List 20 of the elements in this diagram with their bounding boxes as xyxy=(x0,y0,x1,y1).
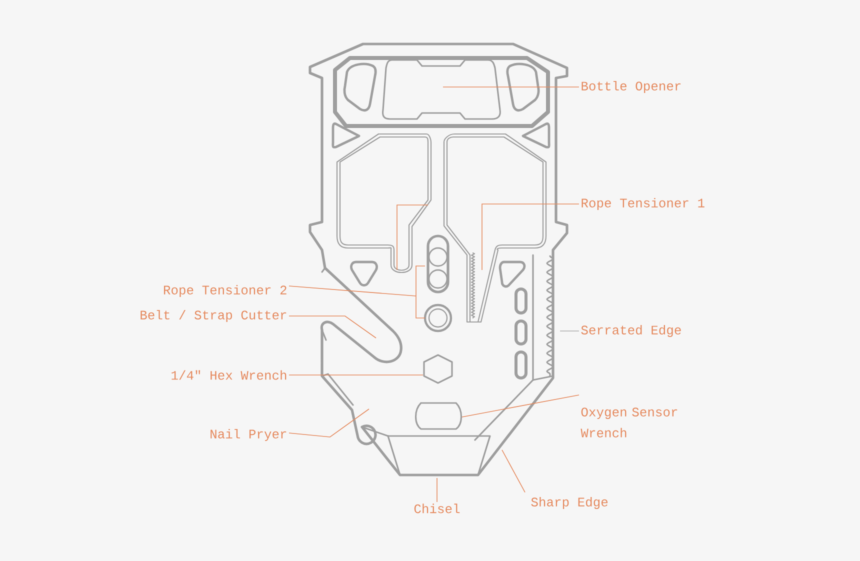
leader-line xyxy=(482,204,580,270)
leader-line xyxy=(436,478,438,502)
callout-label: Sharp Edge xyxy=(531,496,608,510)
callout-label: 1/4" Hex Wrench xyxy=(172,370,286,380)
leader-line xyxy=(560,330,580,332)
callout-label: Rope Tensioner 1 xyxy=(582,198,704,210)
callout-label: Bottle Opener xyxy=(582,80,681,94)
leader-line xyxy=(462,394,580,418)
callout-label: Serrated Edge xyxy=(581,324,681,338)
callout-label: Oxygen Sensor Wrench xyxy=(580,408,678,438)
leader-line xyxy=(288,374,424,376)
leader-line xyxy=(288,316,376,338)
callout-label: Rope Tensioner 2 xyxy=(164,284,286,298)
leader-line xyxy=(442,86,580,88)
leader-line xyxy=(288,266,426,318)
leader-line xyxy=(502,450,526,493)
leader-line xyxy=(288,408,370,438)
callout-label: Chisel xyxy=(414,504,460,514)
callout-label: Belt / Strap Cutter xyxy=(140,310,286,322)
callout-label: Nail Pryer xyxy=(210,428,286,442)
